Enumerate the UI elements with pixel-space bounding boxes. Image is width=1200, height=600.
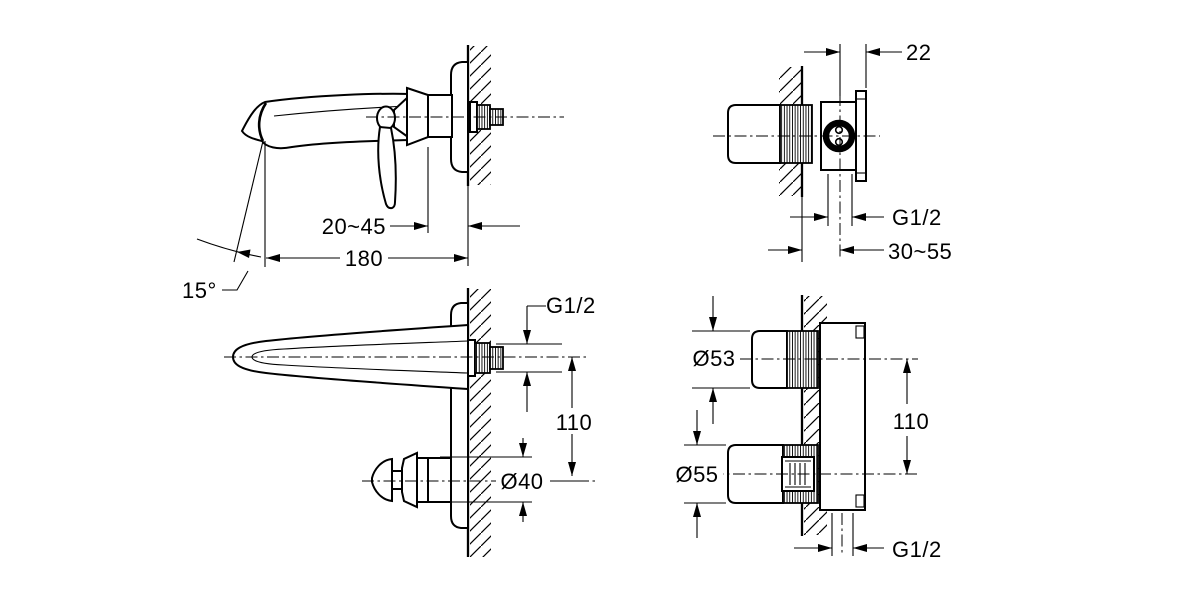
handle-lever — [377, 125, 397, 210]
backplate-tab-top — [855, 325, 865, 339]
wall-hatching — [470, 289, 491, 557]
dim-valve-center-distance-label: 110 — [893, 409, 930, 434]
spout-beak-curve — [257, 102, 268, 142]
nipple-washer — [467, 339, 476, 377]
spout-body — [427, 94, 453, 138]
dim-spout-reach-label: 180 — [345, 246, 383, 271]
dimension-lines — [768, 44, 902, 254]
view-valve-top: Ø53 Ø55 110 G1/2 — [671, 295, 942, 562]
cartridge-screw-top — [834, 125, 844, 135]
knob-acorn — [371, 457, 393, 503]
dimension-lines — [196, 140, 520, 291]
angle-arrowhead — [237, 249, 251, 258]
knurled-section — [779, 104, 813, 164]
dim-center-distance-label: 110 — [556, 410, 593, 435]
nipple-stub — [489, 346, 504, 370]
view-valve-side-elevation: 22 G1/2 30~55 — [713, 40, 952, 264]
dim-inlet-thread-label: G1/2 — [892, 537, 942, 562]
cartridge-screw-bottom — [834, 137, 844, 147]
backplate-tab-bottom — [855, 494, 865, 508]
mounting-backplate — [819, 322, 866, 511]
handle-cylinder — [727, 104, 781, 164]
dim-spout-thread-label: G1/2 — [546, 293, 596, 318]
dim-handle-diameter-label: Ø53 — [692, 346, 735, 371]
knob-base-cylinder — [416, 457, 452, 503]
knob-neck — [391, 470, 403, 490]
dim-spout-angle-label: 15° — [182, 278, 217, 303]
dim-body-diameter-label: Ø55 — [675, 462, 718, 487]
view-spout-top: G1/2 110 Ø40 — [224, 288, 598, 557]
knob-skirt — [401, 451, 418, 509]
dim-knob-diameter-label: Ø40 — [500, 469, 543, 494]
dimension-lines — [440, 305, 580, 522]
dim-install-depth-label: 30~55 — [888, 239, 952, 264]
view-spout-side-elevation: 20~45 180 15° — [182, 45, 564, 303]
nipple-thread — [474, 342, 491, 374]
dim-trim-depth-label: 22 — [906, 40, 931, 65]
dimension-lines — [684, 296, 911, 556]
dim-valve-thread-label: G1/2 — [892, 205, 942, 230]
dim-projection-range-label: 20~45 — [322, 214, 386, 239]
